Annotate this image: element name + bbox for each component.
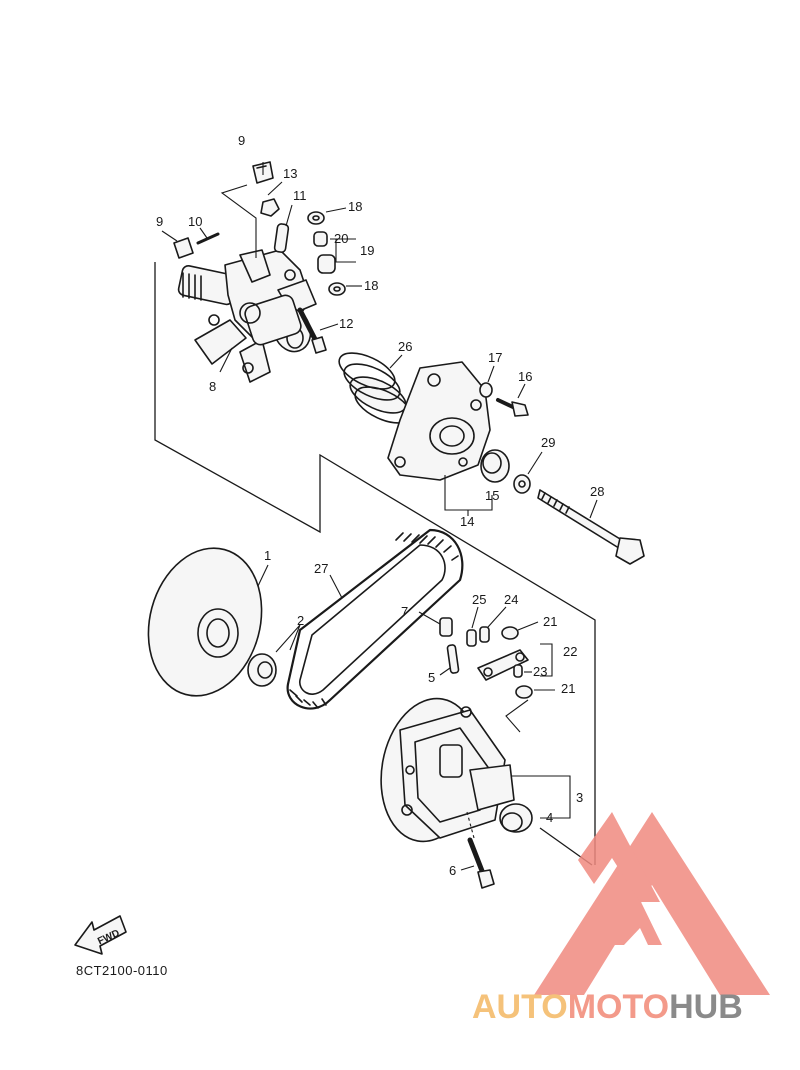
bolt-12: [297, 307, 327, 354]
spacer-2: [247, 624, 301, 687]
callout-21-top: 21: [543, 614, 557, 629]
bushing-4: [499, 803, 533, 833]
roller-20: [313, 231, 328, 247]
pin-23: [513, 664, 532, 678]
callout-16: 16: [518, 369, 532, 384]
pin-5: [439, 644, 460, 676]
washer-18-top: [307, 211, 325, 225]
callout-13: 13: [283, 166, 297, 181]
callout-9-top: 9: [238, 133, 245, 148]
spring-cover-14: [387, 361, 491, 481]
callout-25: 25: [472, 592, 486, 607]
callout-12: 12: [339, 316, 353, 331]
washer-29: [513, 451, 543, 494]
roller-19: [317, 254, 336, 274]
pin-10: [196, 232, 220, 245]
bushing-15: [480, 449, 510, 483]
pin-24: [479, 606, 507, 643]
washer-21-bottom: [515, 685, 555, 699]
callout-24: 24: [504, 592, 518, 607]
fwd-arrow-badge: FWD: [74, 915, 127, 955]
bolt-6: [460, 811, 495, 889]
callout-15: 15: [485, 488, 499, 503]
callout-3: 3: [576, 790, 583, 805]
collar-11: [273, 223, 290, 253]
callout-28: 28: [590, 484, 604, 499]
plug-7: [418, 611, 453, 637]
callout-14: 14: [460, 514, 474, 529]
callout-29: 29: [541, 435, 555, 450]
frame-connector-21: [505, 699, 529, 733]
callout-17: 17: [488, 350, 502, 365]
callout-20: 20: [334, 231, 348, 246]
assembly-frame-upper: [154, 262, 596, 865]
watermark-logo: [534, 812, 770, 995]
watermark-brand-text: AUTOMOTOHUB: [472, 988, 743, 1026]
washer-17: [479, 365, 495, 398]
drawing-code: 8CT2100-0110: [76, 963, 168, 978]
drive-belt-27: [286, 528, 464, 710]
callout-5: 5: [428, 670, 435, 685]
callout-1: 1: [264, 548, 271, 563]
weight-arm-22: [477, 643, 553, 681]
callout-9-left: 9: [156, 214, 163, 229]
callout-11: 11: [293, 188, 307, 203]
fixed-sheave-1: [147, 547, 269, 697]
callout-26: 26: [398, 339, 412, 354]
callout-2: 2: [297, 613, 304, 628]
washer-21-top: [501, 621, 539, 640]
callout-8: 8: [209, 379, 216, 394]
leaders-cover: [444, 475, 493, 516]
callout-4: 4: [546, 810, 553, 825]
callout-21-bottom: 21: [561, 681, 575, 696]
callout-7: 7: [401, 604, 408, 619]
callout-10: 10: [188, 214, 202, 229]
bolt-16: [496, 383, 529, 417]
pin-25: [466, 606, 479, 647]
leaders-upper: [161, 162, 362, 373]
watermark-triangle-icon: [534, 812, 770, 995]
slider-block-left: [173, 237, 194, 259]
callout-27: 27: [314, 561, 328, 576]
callout-18-top: 18: [348, 199, 362, 214]
primary-sheave-assembly: [177, 249, 317, 383]
washer-18-bottom: [328, 282, 346, 296]
callouts: 1 2 3 4 5 6 7 8 9 9 10 11 12 13 14 15 16…: [156, 133, 604, 878]
callout-6: 6: [449, 863, 456, 878]
callout-19: 19: [360, 243, 374, 258]
callout-22: 22: [563, 644, 577, 659]
movable-sheave-3: [380, 697, 571, 843]
nut-13: [260, 198, 280, 217]
callout-18-bottom: 18: [364, 278, 378, 293]
bolt-28: [537, 489, 645, 565]
callout-23: 23: [533, 664, 547, 679]
